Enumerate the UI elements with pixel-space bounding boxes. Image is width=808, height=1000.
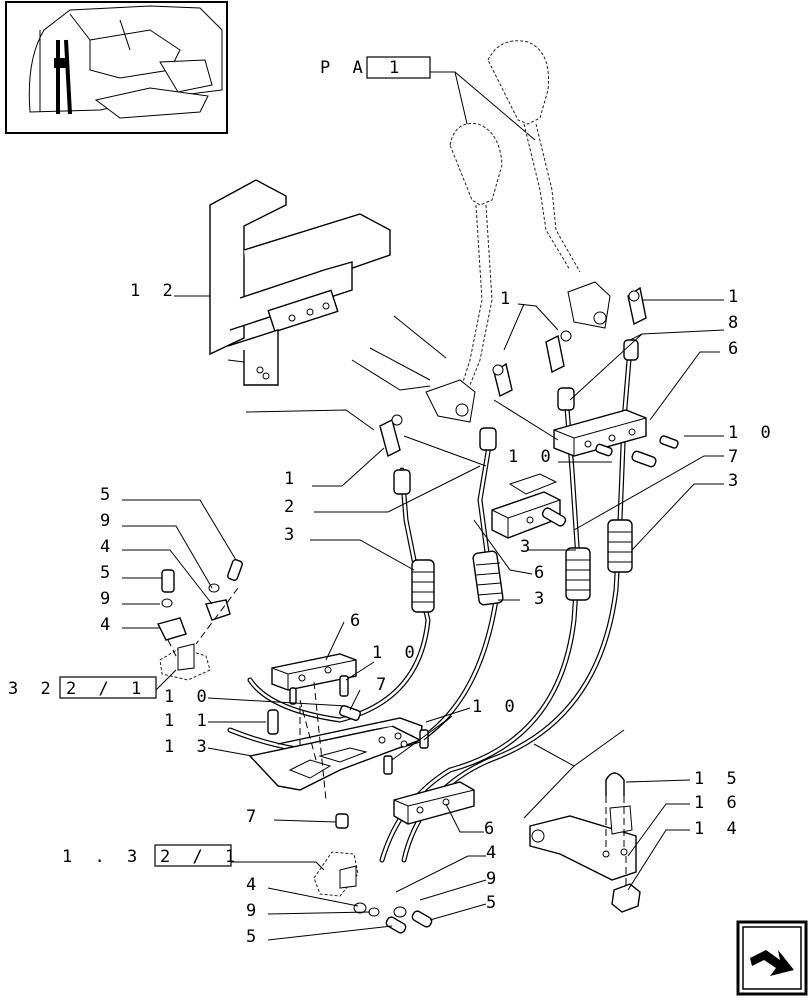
callout-13: 1 3 bbox=[164, 737, 213, 757]
reference-1-32-2-1: 1 . 3 2 . 2 / 1 bbox=[62, 844, 241, 867]
gear-lever-right bbox=[487, 40, 611, 329]
callout-5: 5 bbox=[100, 485, 116, 505]
callout-9: 9 bbox=[246, 901, 262, 921]
callout-3: 3 bbox=[520, 537, 536, 557]
callout-1: 1 bbox=[728, 287, 744, 307]
cable-assembly-left bbox=[227, 437, 499, 756]
callout-11: 1 1 bbox=[164, 711, 213, 731]
callout-4: 4 bbox=[486, 843, 502, 863]
callout-1: 1 bbox=[284, 469, 300, 489]
callout-15: 1 5 bbox=[694, 769, 743, 789]
callout-5: 5 bbox=[100, 563, 116, 583]
callout-12: 1 2 bbox=[130, 281, 179, 301]
callout-10: 1 0 bbox=[372, 643, 421, 663]
callout-10: 1 0 bbox=[728, 423, 777, 443]
reference-value: 2 / 1 bbox=[160, 847, 241, 867]
callout-5: 5 bbox=[246, 927, 262, 947]
callout-4: 4 bbox=[246, 875, 262, 895]
callout-6: 6 bbox=[534, 563, 550, 583]
ball-joint-left bbox=[379, 414, 403, 458]
callout-2: 2 bbox=[284, 497, 300, 517]
cable-clamp-lower-left bbox=[271, 653, 357, 691]
callout-3: 3 bbox=[534, 589, 550, 609]
pivot-bracket-upper bbox=[159, 643, 211, 681]
callout-6: 6 bbox=[728, 339, 744, 359]
callout-3: 3 bbox=[284, 525, 300, 545]
callout-4: 4 bbox=[100, 615, 116, 635]
callout-6: 6 bbox=[350, 611, 366, 631]
callout-9: 9 bbox=[100, 511, 116, 531]
callout-6: 6 bbox=[484, 819, 500, 839]
callout-labels: 1 2 1 1 8 6 1 0 1 0 7 3 1 2 3 3 6 3 5 9 … bbox=[100, 281, 777, 947]
callout-10: 1 0 bbox=[164, 687, 213, 707]
cable-clamp-bottom bbox=[393, 781, 475, 825]
reference-value: 2 / 1 bbox=[66, 679, 147, 699]
callout-9: 9 bbox=[100, 589, 116, 609]
callout-3: 3 bbox=[728, 471, 744, 491]
cable-sleeve-ribs bbox=[393, 339, 639, 613]
bracket-12 bbox=[209, 179, 391, 386]
callout-5: 5 bbox=[486, 893, 502, 913]
reference-32-2-1: 3 2 . 2 / 1 bbox=[8, 676, 157, 699]
next-page-arrow-icon[interactable] bbox=[736, 920, 808, 996]
callout-16: 1 6 bbox=[694, 793, 743, 813]
nut-14 bbox=[611, 856, 641, 913]
bracket-14 bbox=[529, 805, 637, 881]
fasteners bbox=[156, 435, 679, 934]
callout-7: 7 bbox=[728, 447, 744, 467]
callout-7: 7 bbox=[246, 807, 262, 827]
callout-9: 9 bbox=[486, 869, 502, 889]
page-reference: P A G . 1 bbox=[320, 56, 536, 141]
leader-lines bbox=[122, 295, 725, 941]
callout-1: 1 bbox=[500, 289, 516, 309]
u-bolt-15 bbox=[605, 772, 625, 852]
callout-10: 1 0 bbox=[472, 697, 521, 717]
callout-7: 7 bbox=[376, 675, 392, 695]
ball-joint-right-a bbox=[545, 330, 572, 374]
cable-clamp-top-right bbox=[553, 409, 647, 457]
pivot-bracket-lower bbox=[313, 851, 359, 897]
callout-10: 1 0 bbox=[508, 447, 557, 467]
callout-14: 1 4 bbox=[694, 819, 743, 839]
callout-8: 8 bbox=[728, 313, 744, 333]
cable-clamp-middle bbox=[491, 473, 561, 539]
support-plate-13 bbox=[248, 717, 423, 791]
gear-lever-left bbox=[425, 122, 503, 423]
tractor-cab-thumbnail-icon bbox=[5, 1, 228, 134]
ball-joint-right-b bbox=[627, 286, 647, 326]
ball-joint-mid bbox=[492, 362, 513, 398]
page-reference-value: 1 bbox=[389, 58, 405, 78]
callout-4: 4 bbox=[100, 537, 116, 557]
